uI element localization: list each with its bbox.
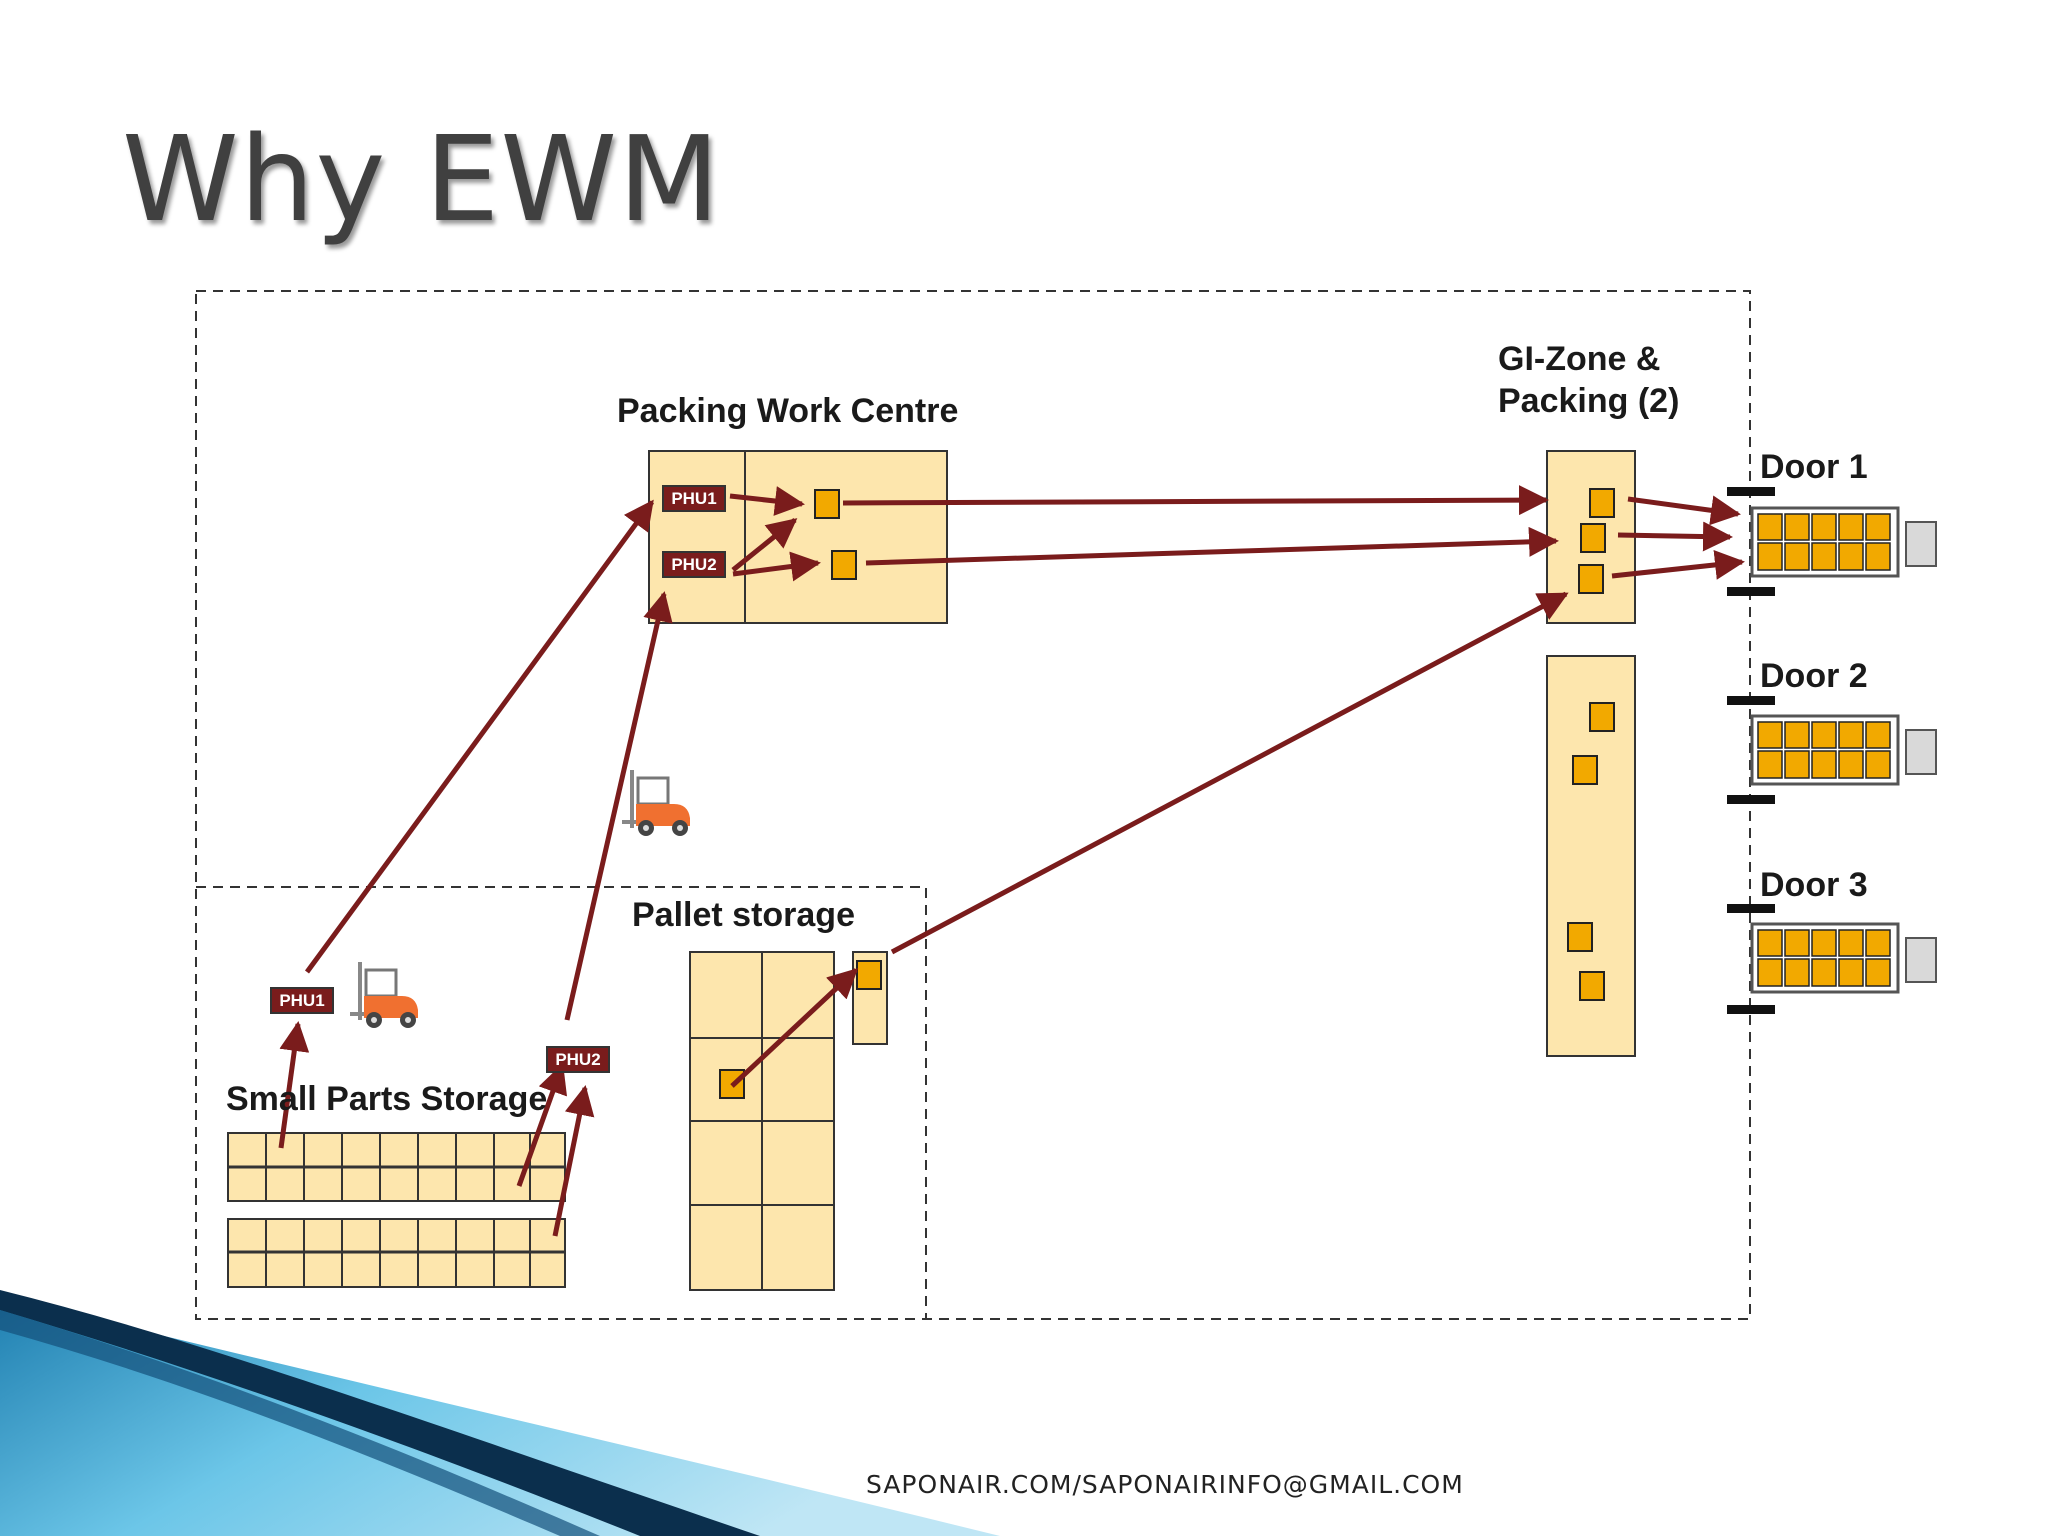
door-3-label: Door 3: [1760, 866, 1868, 904]
phu1-tag-storage: PHU1: [270, 987, 334, 1014]
gi-box: [1589, 702, 1615, 732]
phu2-tag-label: PHU2: [555, 1050, 600, 1069]
gi-box: [1589, 488, 1615, 518]
phu1-tag-label: PHU1: [671, 489, 716, 508]
forklift-icon: [620, 768, 692, 838]
flow-arrows: [278, 485, 1745, 1237]
slide-title: Why EWM: [122, 110, 721, 248]
small-parts-rack-1: [227, 1132, 566, 1202]
gi-box: [1567, 922, 1593, 952]
small-parts-rack-2: [227, 1218, 566, 1288]
door-2-truck: [1727, 696, 1938, 804]
phu2-tag-label: PHU2: [671, 555, 716, 574]
gi-box: [1579, 971, 1605, 1001]
gi-zone-label-line2: Packing (2): [1498, 382, 1680, 420]
packing-work-centre-label: Packing Work Centre: [617, 392, 959, 430]
pallet-box: [856, 960, 882, 990]
gi-box: [1578, 564, 1604, 594]
packing-box: [814, 489, 840, 519]
door-3-truck: [1727, 904, 1938, 1014]
door-1-label: Door 1: [1760, 448, 1868, 486]
packing-box: [831, 550, 857, 580]
phu2-tag-storage: PHU2: [546, 1046, 610, 1073]
phu1-tag-label: PHU1: [279, 991, 324, 1010]
packing-work-centre-zone: [648, 450, 948, 624]
warehouse-boundary: [195, 290, 1751, 1320]
door-1-truck: [1727, 487, 1938, 596]
door-2-label: Door 2: [1760, 657, 1868, 695]
gi-zone-label-line1: GI-Zone &: [1498, 340, 1661, 378]
slide-footer: SAPONAIR.COM/SAPONAIRINFO@GMAIL.COM: [866, 1470, 1464, 1499]
pallet-storage-label: Pallet storage: [632, 896, 855, 934]
gi-box: [1572, 755, 1598, 785]
storage-boundary: [195, 886, 927, 1320]
forklift-icon: [348, 960, 420, 1030]
small-parts-storage-label: Small Parts Storage: [226, 1080, 548, 1118]
gi-box: [1580, 523, 1606, 553]
phu1-tag-packing: PHU1: [662, 485, 726, 512]
phu2-tag-packing: PHU2: [662, 551, 726, 578]
